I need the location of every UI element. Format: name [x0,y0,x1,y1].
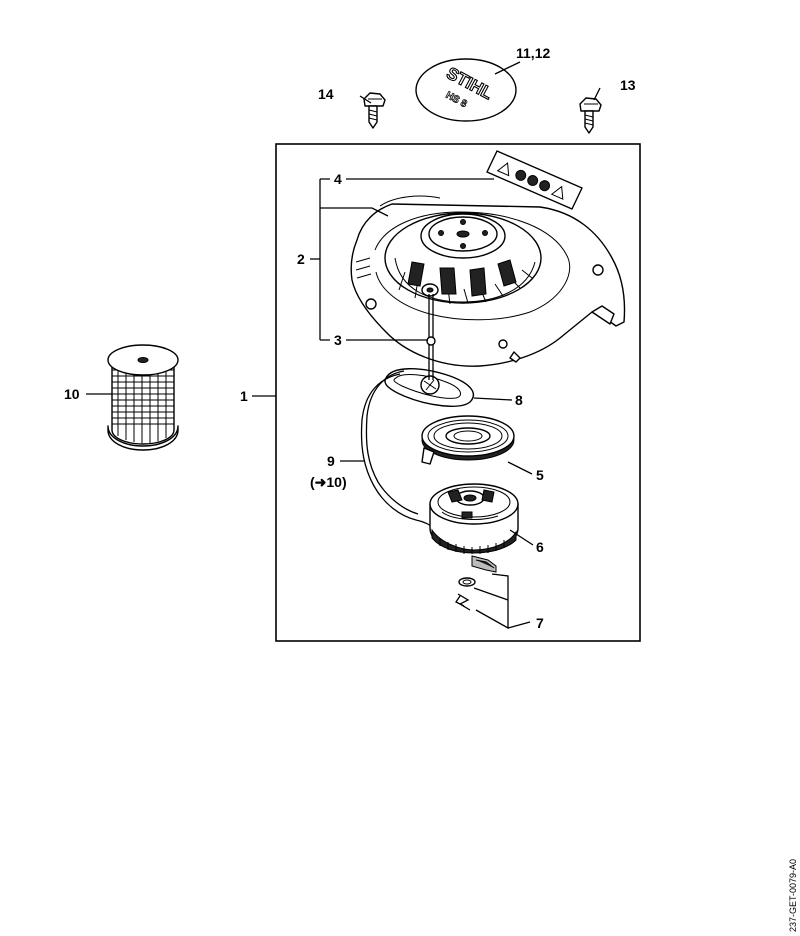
starter-grip-8 [384,368,475,407]
callout-13: 13 [620,77,636,93]
starter-rope-9 [360,370,437,531]
callout-7: 7 [536,615,544,631]
callout-6: 6 [536,539,544,555]
rewind-spring-5 [421,415,515,465]
callout-5: 5 [536,467,544,483]
screw-14 [363,92,386,129]
callout-9: 9 [327,453,335,469]
pawl-set-7 [455,555,497,611]
assembly-frame [275,143,641,642]
rope-rotor-6 [429,483,519,554]
drawing-code: 237-GET-0079-A0 [788,859,798,932]
callout-1: 1 [240,388,248,404]
rope-spool-10 [107,344,179,451]
rope-link-3 [426,294,436,380]
callout-3: 3 [334,332,342,348]
warning-label-4 [486,150,583,210]
callout-4: 4 [334,171,342,187]
callout-9-reference: (➜10) [310,474,347,490]
callouts: 11,12 14 13 4 2 3 10 1 8 9 (➜10) 5 6 7 [64,45,636,631]
callout-2: 2 [297,251,305,267]
callout-14: 14 [318,86,334,102]
callout-10: 10 [64,386,80,402]
callout-11-12: 11,12 [516,45,550,61]
leader-lines [86,61,601,630]
fan-housing-2 [350,195,626,367]
screw-13 [579,97,602,134]
callout-8: 8 [515,392,523,408]
stihl-decal-11-12: STIHL HS 8 [415,58,517,122]
